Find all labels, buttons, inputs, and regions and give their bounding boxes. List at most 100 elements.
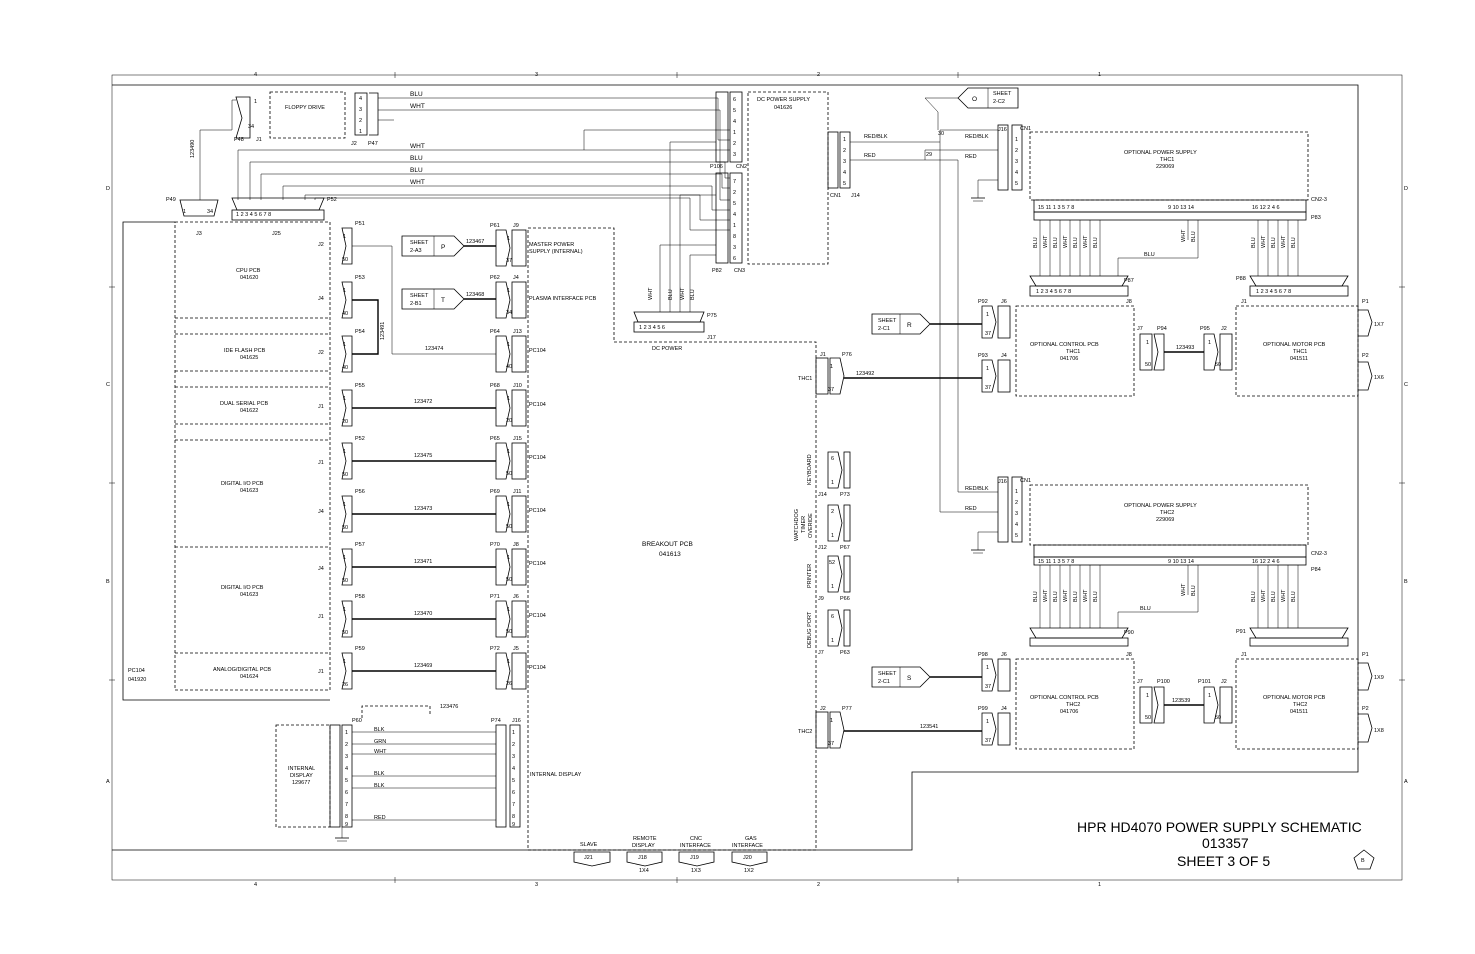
wire-blu-dc1: BLU	[668, 289, 674, 300]
connector-p88	[1249, 275, 1349, 287]
pc104-slot-j6: PC104	[529, 613, 546, 619]
svg-text:J15: J15	[513, 436, 522, 442]
svg-text:20: 20	[506, 418, 512, 424]
pc104-number: 041920	[128, 677, 146, 683]
svg-text:REMOTE: REMOTE	[633, 836, 657, 842]
svg-text:J20: J20	[743, 855, 752, 861]
label-1x9: 1X9	[1374, 675, 1384, 681]
cable-123467: 123467	[466, 239, 484, 245]
connector-p91	[1249, 627, 1349, 639]
svg-text:2: 2	[1015, 500, 1018, 506]
svg-text:15 11 1 3 5 7 8: 15 11 1 3 5 7 8	[1038, 559, 1074, 565]
label-j8-thc1: J8	[1126, 299, 1132, 305]
thc1-wire-bundle: BLU WHT BLU WHT BLU WHT BLU WHT BLU BLU …	[1033, 220, 1299, 276]
connector-p1-thc2	[1358, 662, 1373, 691]
label-j14: J14	[851, 193, 860, 199]
pc104-slot-j11: PC104	[529, 508, 546, 514]
svg-text:5: 5	[733, 201, 736, 207]
svg-text:SHEET: SHEET	[878, 318, 897, 324]
thc2-wire-bundle: BLU WHT BLU WHT BLU WHT BLU WHT BLU BLU …	[1033, 565, 1299, 628]
svg-text:20: 20	[342, 419, 348, 425]
svg-text:1: 1	[343, 234, 346, 240]
svg-text:WHT: WHT	[1063, 589, 1069, 602]
dio2-pcb-number: 041623	[240, 592, 258, 598]
svg-text:J11: J11	[513, 489, 521, 495]
svg-text:1: 1	[343, 555, 346, 561]
internal-display: INTERNAL DISPLAY 129677 123 456 789 P60 …	[275, 704, 582, 842]
zone-col-1-top: 1	[1098, 72, 1101, 78]
label-j16-thc2: J16	[998, 479, 1007, 485]
svg-text:P61: P61	[490, 223, 500, 229]
label-j7-thc1: J7	[1137, 326, 1143, 332]
breakout-thc2-connector: 137 J2 P77 THC2 123541	[798, 706, 982, 749]
svg-text:4: 4	[843, 170, 846, 176]
ops-thc1-number: 229069	[1156, 164, 1174, 170]
svg-text:1: 1	[507, 555, 510, 561]
omp-thc1-sub: THC1	[1293, 349, 1307, 355]
svg-text:J1: J1	[318, 460, 324, 466]
svg-text:J1: J1	[318, 614, 324, 620]
connector-p76	[829, 357, 845, 395]
debug-port	[827, 609, 843, 647]
breakout-pcb-label: BREAKOUT PCB	[642, 541, 693, 548]
wire-grn-disp: GRN	[374, 739, 386, 745]
connector-p1-thc1	[1358, 309, 1373, 337]
svg-text:BLU: BLU	[1251, 591, 1257, 602]
svg-text:1: 1	[986, 665, 989, 671]
wire-wht-dc1: WHT	[648, 287, 654, 300]
svg-text:WHT: WHT	[1043, 235, 1049, 248]
zone-col-1-bottom: 1	[1098, 882, 1101, 888]
svg-text:WHT: WHT	[1181, 583, 1187, 596]
svg-text:37: 37	[985, 331, 991, 337]
svg-text:1: 1	[512, 730, 515, 736]
svg-text:J2: J2	[318, 242, 324, 248]
label-j2-floppy: J2	[351, 141, 357, 147]
svg-text:J6: J6	[513, 594, 519, 600]
svg-text:BLU: BLU	[1033, 591, 1039, 602]
dc-power-label: DC POWER	[652, 346, 682, 352]
svg-text:P51: P51	[355, 221, 365, 227]
svg-text:CNC: CNC	[690, 836, 702, 842]
svg-text:50: 50	[342, 525, 348, 531]
thc-power-wiring: RED/BLK RED RED/BLK RED RED/BLK RED 30 2…	[850, 87, 1019, 554]
label-j2-thc1: J2	[1221, 326, 1227, 332]
svg-text:34: 34	[506, 310, 512, 316]
dio2-pcb-label: DIGITAL I/O PCB	[221, 585, 264, 591]
svg-text:1: 1	[843, 137, 846, 143]
svg-text:1: 1	[507, 288, 510, 294]
connector-p77	[829, 711, 845, 749]
ide-pcb-number: 041625	[240, 355, 258, 361]
label-j2-thc2: J2	[1221, 679, 1227, 685]
svg-text:BLU: BLU	[1053, 237, 1059, 248]
connector-p75	[633, 311, 705, 323]
sheet-ref-o-letter: O	[972, 96, 977, 103]
connector-j7-thc1	[1139, 333, 1153, 371]
ops-thc1-sub: THC1	[1160, 157, 1174, 163]
revision-letter: B	[1361, 858, 1365, 864]
svg-text:50: 50	[342, 472, 348, 478]
label-cn23-thc1: CN2-3	[1311, 197, 1327, 203]
svg-text:P65: P65	[490, 436, 500, 442]
svg-text:2-A3: 2-A3	[410, 248, 422, 254]
svg-text:BLU: BLU	[1191, 231, 1197, 242]
wire-blu-p52-2: BLU	[410, 167, 423, 174]
label-cn1-thc1: CN1	[1020, 126, 1031, 132]
label-p60: P60	[352, 718, 362, 724]
sheet-ref-o-ref: 2-C2	[993, 99, 1005, 105]
thc1-control-motor: J8 OPTIONAL CONTROL PCB THC1 041706 J1 O…	[871, 299, 1384, 397]
omp-thc1-number: 041511	[1290, 356, 1308, 362]
ocp-thc1-box	[1015, 305, 1135, 397]
svg-text:S: S	[907, 675, 912, 682]
